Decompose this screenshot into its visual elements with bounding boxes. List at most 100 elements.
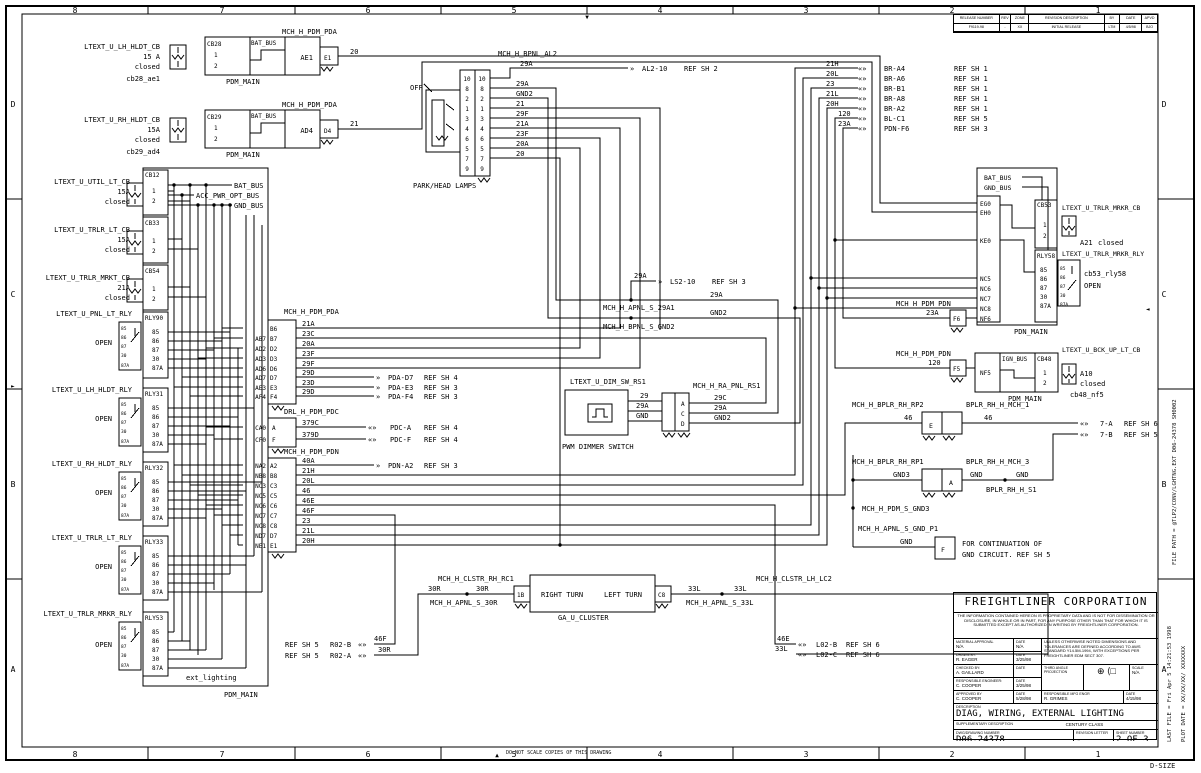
rp2-box-b bbox=[941, 411, 963, 435]
tolerance-note: UNLESS OTHERWISE NOTED DIMENSIONS AND TO… bbox=[1042, 639, 1158, 665]
label-mch-h-pdm-pdn: MCH_H_PDM_PDN bbox=[896, 300, 951, 308]
strain-relief bbox=[477, 177, 491, 183]
label-20l: 20L bbox=[826, 70, 839, 78]
label-mch-h-bpnl-al2: MCH_H_BPNL_AL2 bbox=[498, 50, 557, 58]
label-2: 2 bbox=[950, 750, 955, 759]
label-85: 85 bbox=[152, 329, 160, 336]
label-1: 1 bbox=[152, 286, 156, 293]
label-2: 2 bbox=[214, 136, 218, 143]
label-29: 29 bbox=[640, 392, 648, 400]
wire-126 bbox=[490, 67, 628, 79]
sheet-size-tag: D-SIZE bbox=[1150, 762, 1176, 770]
label-2: 2 bbox=[465, 96, 469, 103]
label-mark: «» bbox=[858, 85, 866, 93]
label-eg0: EG0 bbox=[980, 201, 991, 208]
label-ne1: NE1 bbox=[255, 543, 266, 550]
label-ltext-u-dim-sw-rs1: LTEXT_U_DIM_SW_RS1 bbox=[570, 378, 646, 386]
label-ref-sh-4: REF SH 4 bbox=[424, 374, 458, 382]
label-cb12: CB12 bbox=[145, 172, 160, 179]
label-cb33: CB33 bbox=[145, 220, 160, 227]
label-br-a4: BR-A4 bbox=[884, 65, 905, 73]
label-d7: D7 bbox=[270, 533, 278, 540]
strain-relief bbox=[662, 432, 676, 438]
suppl-description-value: CENTURY CLASS bbox=[1065, 722, 1104, 727]
strain-relief bbox=[942, 435, 956, 441]
label-33l: 33L bbox=[688, 585, 701, 593]
label-87a: 87A bbox=[121, 587, 129, 593]
label-c8: C8 bbox=[270, 523, 278, 530]
label-closed: closed bbox=[135, 63, 160, 71]
label-c5: C5 bbox=[270, 493, 278, 500]
label-bplr-rh-h-mch-3: BPLR_RH_H_MCH_3 bbox=[966, 458, 1029, 466]
label-3: 3 bbox=[804, 6, 809, 15]
label-pdn-a2: PDN-A2 bbox=[388, 462, 413, 470]
label-a10: A10 bbox=[1080, 370, 1093, 378]
label-f: F bbox=[941, 546, 945, 554]
label-20a: 20A bbox=[516, 140, 529, 148]
label-5: 5 bbox=[480, 146, 484, 153]
dimmer-icon-box bbox=[587, 403, 613, 423]
label-mark: «» bbox=[1080, 420, 1088, 428]
label-4: 4 bbox=[465, 126, 469, 133]
label-mark: » bbox=[376, 374, 380, 382]
label-open: OPEN bbox=[95, 339, 112, 347]
material-approval-value: N/A bbox=[956, 644, 964, 650]
junction-dot bbox=[172, 183, 176, 187]
label-85: 85 bbox=[121, 326, 127, 332]
checked-by-value: A. GAILLARD bbox=[956, 670, 984, 676]
label-ga-u-cluster: GA_U_CLUSTER bbox=[558, 614, 609, 622]
rev-col-by: BY bbox=[1104, 15, 1121, 24]
label-30: 30 bbox=[121, 429, 127, 435]
label-bat-bus: BAT_BUS bbox=[251, 113, 277, 120]
label-ltext-u-lh-hldt-cb: LTEXT_U_LH_HLDT_CB bbox=[84, 43, 160, 51]
label-33l: 33L bbox=[775, 645, 788, 653]
revision-letter-value: - bbox=[1076, 735, 1082, 741]
label-mch-h-bplr-rh-rp2: MCH_H_BPLR_RH_RP2 bbox=[852, 401, 924, 409]
strain-relief bbox=[514, 603, 528, 609]
drawing-number: D06-24378 bbox=[956, 735, 1005, 741]
label-pda-d7: PDA-D7 bbox=[388, 374, 413, 382]
label-46e: 46E bbox=[302, 497, 315, 505]
cb54-icon bbox=[126, 278, 144, 303]
label-21a: 21A bbox=[302, 320, 315, 328]
label-9: 9 bbox=[480, 166, 484, 173]
label-2: 2 bbox=[1043, 233, 1047, 240]
strain-relief bbox=[271, 448, 285, 454]
cb48-cell bbox=[1034, 352, 1059, 393]
label-ref-sh-3: REF SH 3 bbox=[712, 278, 746, 286]
f-box bbox=[934, 536, 956, 560]
label-87a: 87A bbox=[152, 515, 163, 522]
label-6: 6 bbox=[366, 750, 371, 759]
label-bat-bus: BAT_BUS bbox=[234, 182, 264, 190]
label-mch-h-apnl-s-33l: MCH_H_APNL_S_33L bbox=[686, 599, 753, 607]
label-cb29: CB29 bbox=[207, 114, 222, 121]
label-ref-sh-1: REF SH 1 bbox=[954, 65, 988, 73]
label-ltext-u-rh-hldt-rly: LTEXT_U_RH_HLDT_RLY bbox=[52, 460, 133, 468]
rev-date: 4/5/98 bbox=[1120, 23, 1143, 32]
label-86: 86 bbox=[121, 559, 127, 565]
label-86: 86 bbox=[152, 638, 160, 645]
label-nc6: NC6 bbox=[255, 503, 266, 510]
label-ltext-u-trlr-mrkr-cb: LTEXT_U_TRLR_MRKR_CB bbox=[1062, 204, 1140, 212]
label-c: C bbox=[11, 290, 16, 299]
rly33-cell bbox=[142, 535, 169, 601]
label-87a: 87A bbox=[152, 589, 163, 596]
cb33-icon bbox=[126, 230, 144, 255]
label-mch-h-bpnl-s-gnd2: MCH_H_BPNL_S_GND2 bbox=[603, 323, 675, 331]
wire-163 bbox=[130, 555, 140, 567]
resp-eng-date-label: DATE bbox=[1016, 679, 1026, 683]
label-mark: «» bbox=[358, 652, 366, 660]
label-20l: 20L bbox=[302, 477, 315, 485]
label-1: 1 bbox=[1096, 750, 1101, 759]
label-3: 3 bbox=[480, 116, 484, 123]
label-87: 87 bbox=[152, 647, 160, 654]
junction-dot bbox=[196, 203, 200, 207]
label-21l: 21L bbox=[826, 90, 839, 98]
al2-col2 bbox=[474, 69, 491, 177]
wire-115 bbox=[296, 77, 858, 486]
label-gnd-bus: GND_BUS bbox=[234, 202, 264, 210]
label-2: 2 bbox=[152, 296, 156, 303]
label-ref-sh-1: REF SH 1 bbox=[954, 85, 988, 93]
label-87a: 87A bbox=[1040, 303, 1051, 310]
label-85: 85 bbox=[121, 476, 127, 482]
